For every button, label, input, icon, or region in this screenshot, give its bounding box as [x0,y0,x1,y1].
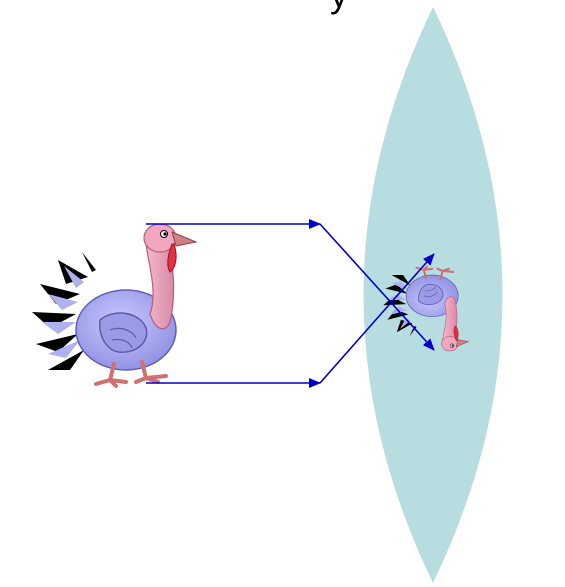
object-turkey-icon [32,224,196,386]
